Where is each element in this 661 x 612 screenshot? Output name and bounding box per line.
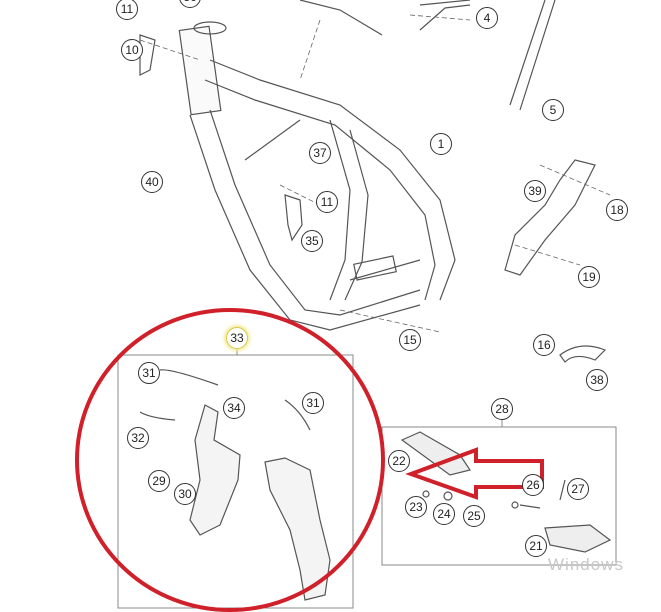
red-circle-annotation <box>75 308 385 612</box>
callout-10: 10 <box>121 39 143 61</box>
callout-31: 31 <box>138 362 160 384</box>
callout-21: 21 <box>525 535 547 557</box>
frame-drawing <box>139 0 612 601</box>
callout-23: 23 <box>405 496 427 518</box>
callout-30: 30 <box>174 483 196 505</box>
callout-4: 4 <box>476 7 498 29</box>
callout-35: 35 <box>301 230 323 252</box>
callout-1: 1 <box>430 133 452 155</box>
callout-28: 28 <box>491 398 513 420</box>
callout-18: 18 <box>606 199 628 221</box>
callout-5: 5 <box>542 99 564 121</box>
callout-40: 40 <box>141 171 163 193</box>
callout-34: 34 <box>223 397 245 419</box>
callout-25: 25 <box>463 505 485 527</box>
callout-33: 33 <box>226 327 248 349</box>
callout-37: 37 <box>309 142 331 164</box>
callout-11: 11 <box>316 191 338 213</box>
callout-27: 27 <box>567 478 589 500</box>
callout-29: 29 <box>148 470 170 492</box>
callout-24: 24 <box>433 503 455 525</box>
callout-39: 39 <box>524 180 546 202</box>
callout-15: 15 <box>399 329 421 351</box>
callout-38: 38 <box>586 369 608 391</box>
leader-lines <box>139 14 611 333</box>
windows-watermark: Windows <box>548 555 624 574</box>
callout-26: 26 <box>522 474 544 496</box>
group-box-28 <box>381 426 617 566</box>
callout-31: 31 <box>302 392 324 414</box>
callout-32: 32 <box>127 427 149 449</box>
callout-19: 19 <box>578 266 600 288</box>
callout-11: 11 <box>116 0 138 20</box>
callout-16: 16 <box>533 334 555 356</box>
callout-22: 22 <box>388 450 410 472</box>
